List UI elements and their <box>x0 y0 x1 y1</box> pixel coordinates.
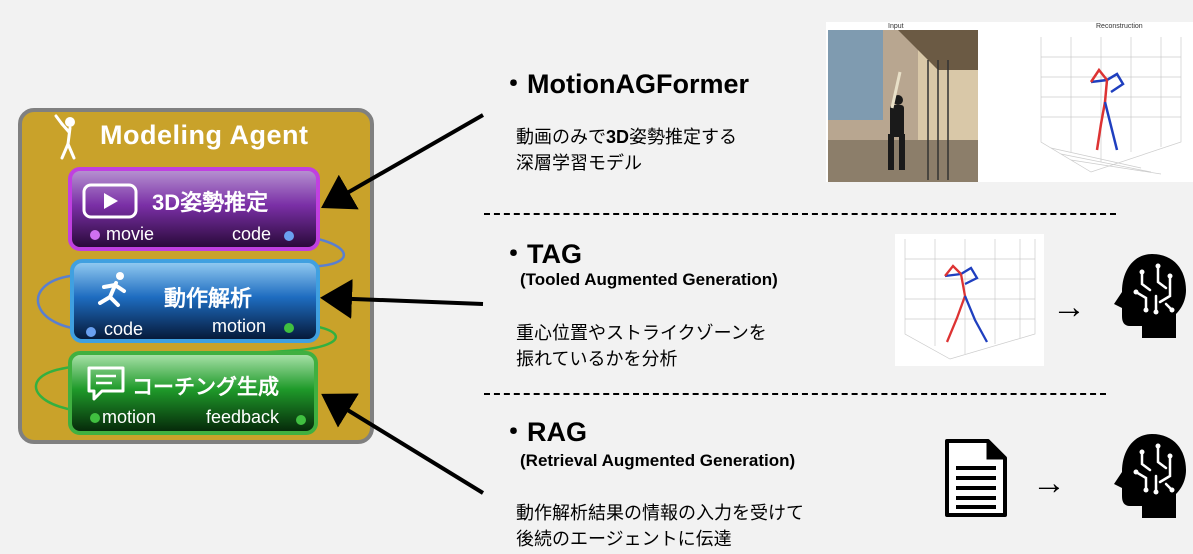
bullet: ・ <box>500 417 527 447</box>
reconstruction-label: Reconstruction <box>1096 23 1143 30</box>
module-title: 動作解析 <box>164 286 253 311</box>
ai-brain-head-icon <box>1114 434 1186 518</box>
input-port-label: movie <box>106 224 155 244</box>
desc-text: 姿勢推定する <box>629 127 738 147</box>
module-title: コーチング生成 <box>132 376 279 399</box>
divider <box>484 213 1116 215</box>
title-text: TAG <box>527 239 582 269</box>
batter-icon <box>54 114 76 160</box>
input-port-label: code <box>104 319 144 339</box>
output-port-dot <box>296 415 306 425</box>
input-port-dot <box>90 413 100 423</box>
section-rag-subtitle: (Retrieval Augmented Generation) <box>520 451 796 470</box>
section-tag-subtitle: (Tooled Augmented Generation) <box>520 270 778 289</box>
input-port-label: motion <box>102 407 157 427</box>
bullet: ・ <box>500 239 527 269</box>
section-motionagformer-desc: 動画のみで3D姿勢推定する 深層学習モデル <box>516 124 737 176</box>
desc-text: 動画のみで <box>516 127 606 147</box>
output-port-label: motion <box>212 316 267 336</box>
desc-line-1: 動作解析結果の情報の入力を受けて <box>516 503 804 523</box>
title-text: RAG <box>527 417 587 447</box>
section-rag-title: ・RAG <box>500 410 587 449</box>
section-motionagformer-title: ・MotionAGFormer <box>500 62 749 101</box>
title-text: MotionAGFormer <box>527 69 749 99</box>
desc-line-1: 動画のみで3D姿勢推定する <box>516 124 737 150</box>
agent-title: Modeling Agent <box>100 120 309 150</box>
output-port-label: code <box>232 224 272 244</box>
document-icon <box>945 439 1007 517</box>
section-tag-title: ・TAG <box>500 232 582 271</box>
pose-figure: Input Reconstruction <box>826 22 1193 182</box>
input-port-dot <box>90 230 100 240</box>
module-title: 3D姿勢推定 <box>152 190 269 215</box>
input-label: Input <box>888 23 904 30</box>
section-rag-desc: 動作解析結果の情報の入力を受けて 後続のエージェントに伝達 <box>516 500 804 552</box>
pose-estimation-module: 3D姿勢推定 movie code <box>68 167 320 251</box>
video-play-icon <box>82 183 138 219</box>
reconstruction-plot <box>1040 37 1182 175</box>
tag-skeleton-figure <box>895 234 1044 366</box>
section-tag-desc: 重心位置やストライクゾーンを 振れているかを分析 <box>516 320 767 372</box>
divider <box>484 393 1106 395</box>
coaching-generation-module: コーチング生成 motion feedback <box>68 351 318 435</box>
running-person-icon <box>98 272 126 307</box>
desc-line-2: 後続のエージェントに伝達 <box>516 529 732 549</box>
output-port-dot <box>284 323 294 333</box>
connector-arrows <box>320 113 485 495</box>
desc-line-2: 深層学習モデル <box>516 153 642 173</box>
desc-bold: 3D <box>606 127 630 147</box>
output-port-dot <box>284 231 294 241</box>
batter-photo <box>828 30 978 182</box>
motion-analysis-module: 動作解析 code motion <box>70 259 320 343</box>
chat-bubble-icon <box>87 366 125 401</box>
output-port-label: feedback <box>206 407 280 427</box>
skeleton-plot <box>904 239 1036 360</box>
desc-line-2: 振れているかを分析 <box>516 349 678 369</box>
rag-arrow: → <box>1032 464 1066 502</box>
bullet: ・ <box>500 69 527 99</box>
desc-line-1: 重心位置やストライクゾーンを <box>516 323 767 343</box>
input-port-dot <box>86 327 96 337</box>
ai-brain-head-icon <box>1114 254 1186 338</box>
tag-arrow: → <box>1052 288 1086 326</box>
